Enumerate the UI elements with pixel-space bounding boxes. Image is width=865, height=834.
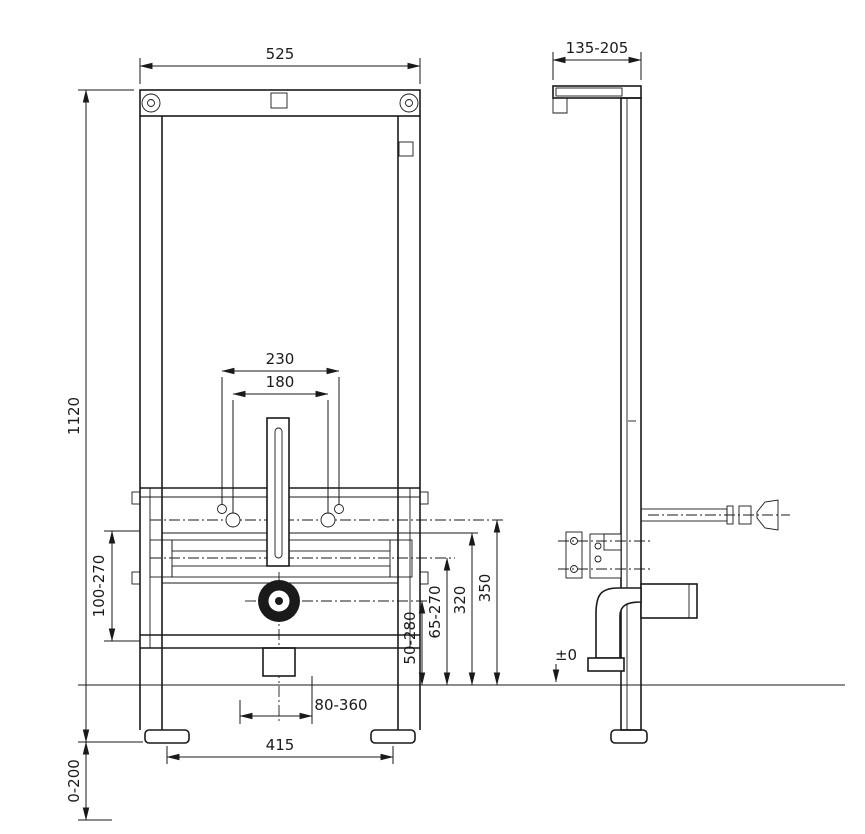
wall-bracket-plate <box>565 531 583 579</box>
dim-side-depth-label: 135-205 <box>566 39 629 57</box>
fixing-hole-outer-right <box>334 504 344 514</box>
top-right-bolt-hole-inner <box>405 99 413 107</box>
fixing-hole-inner-right <box>320 512 336 528</box>
dim-50-280-label: 50-280 <box>401 611 419 664</box>
right-tab-upper <box>419 491 429 505</box>
dim-fixing-inner-label: 180 <box>266 373 295 391</box>
protection-cap <box>756 499 779 531</box>
side-top-bracket-section <box>555 87 623 97</box>
right-foot <box>370 729 416 744</box>
top-crossbar <box>139 89 421 117</box>
dimensions: 525 135-205 1120 0-200 230 180 100-270 3 <box>65 39 642 821</box>
rail-square-opening <box>398 141 414 157</box>
dim-overall-height-label: 1120 <box>65 397 83 435</box>
front-view <box>131 89 505 744</box>
floor-level-label: ±0 <box>555 646 577 664</box>
side-foot <box>610 729 648 744</box>
dim-fixing-outer-label: 230 <box>266 350 295 368</box>
dim-front-width-label: 525 <box>266 45 295 63</box>
left-clamp-block <box>149 539 173 578</box>
center-slot <box>274 427 283 559</box>
drain-bend-base <box>587 657 625 672</box>
side-top-hook <box>552 98 568 114</box>
side-view <box>552 85 790 744</box>
drain-outlet-box <box>262 647 296 677</box>
right-clamp-block <box>389 539 413 578</box>
side-column <box>620 97 642 731</box>
left-tab-lower <box>131 571 141 585</box>
dim-feet-spacing-label: 415 <box>266 736 295 754</box>
bracket-screw-upper <box>594 542 602 550</box>
top-left-bolt-hole <box>141 93 161 113</box>
toothed-rail-lower <box>171 565 391 578</box>
top-left-bolt-hole-inner <box>147 99 155 107</box>
bracket-body-section <box>603 533 622 551</box>
top-right-bolt-hole <box>399 93 419 113</box>
left-foot <box>144 729 190 744</box>
top-center-slot <box>270 92 288 109</box>
left-tab-upper <box>131 491 141 505</box>
right-tab-lower <box>419 571 429 585</box>
drain-socket-center <box>275 597 283 605</box>
side-top-bracket <box>552 85 642 99</box>
dim-foot-adjust-label: 0-200 <box>65 759 83 803</box>
dim-drain-range-label: 80-360 <box>314 696 367 714</box>
drain-bend-pipe <box>595 587 642 659</box>
fixing-hole-inner-left <box>225 512 241 528</box>
fixing-hole-outer-left <box>217 504 227 514</box>
dim-350-label: 350 <box>476 574 494 603</box>
dim-65-270-label: 65-270 <box>426 585 444 638</box>
bracket-screw-lower <box>594 555 602 563</box>
dim-mount-range-label: 100-270 <box>90 555 108 618</box>
dim-320-label: 320 <box>451 586 469 615</box>
